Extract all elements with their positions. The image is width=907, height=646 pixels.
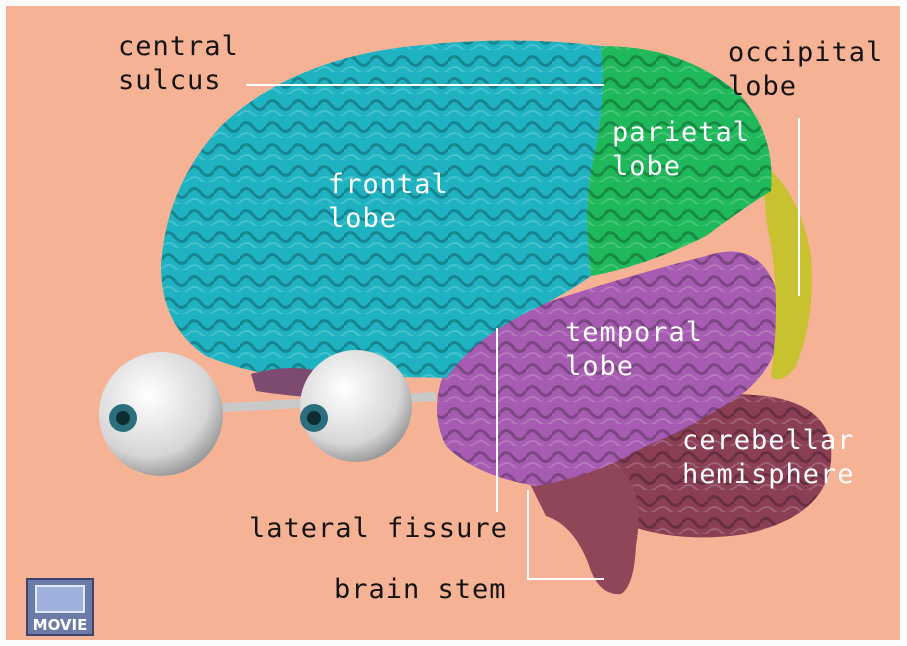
movie-icon[interactable]: MOVIE [26,578,94,636]
label-central-sulcus-line2: sulcus [118,64,239,98]
label-parietal-lobe-line1: parietal [612,116,750,150]
label-occipital-lobe-line2: lobe [728,70,883,104]
movie-badge-label: MOVIE [28,616,92,634]
label-cerebellar-line2: hemisphere [682,458,855,492]
label-cerebellar-hemisphere: cerebellar hemisphere [682,424,855,492]
label-brain-stem: brain stem [334,573,507,607]
label-frontal-lobe-line2: lobe [328,202,449,236]
label-central-sulcus-line1: central [118,30,239,64]
label-central-sulcus: central sulcus [118,30,239,98]
label-temporal-lobe: temporal lobe [565,316,703,384]
label-occipital-lobe-line1: occipital [728,36,883,70]
label-frontal-lobe-line1: frontal [328,168,449,202]
label-lateral-fissure: lateral fissure [249,512,508,546]
film-frame-icon [35,585,85,613]
diagram-canvas: central sulcus occipital lobe parietal l… [6,6,900,640]
label-parietal-lobe: parietal lobe [612,116,750,184]
label-frontal-lobe: frontal lobe [328,168,449,236]
label-temporal-lobe-line2: lobe [565,350,703,384]
label-parietal-lobe-line2: lobe [612,150,750,184]
label-cerebellar-line1: cerebellar [682,424,855,458]
label-occipital-lobe: occipital lobe [728,36,883,104]
label-temporal-lobe-line1: temporal [565,316,703,350]
